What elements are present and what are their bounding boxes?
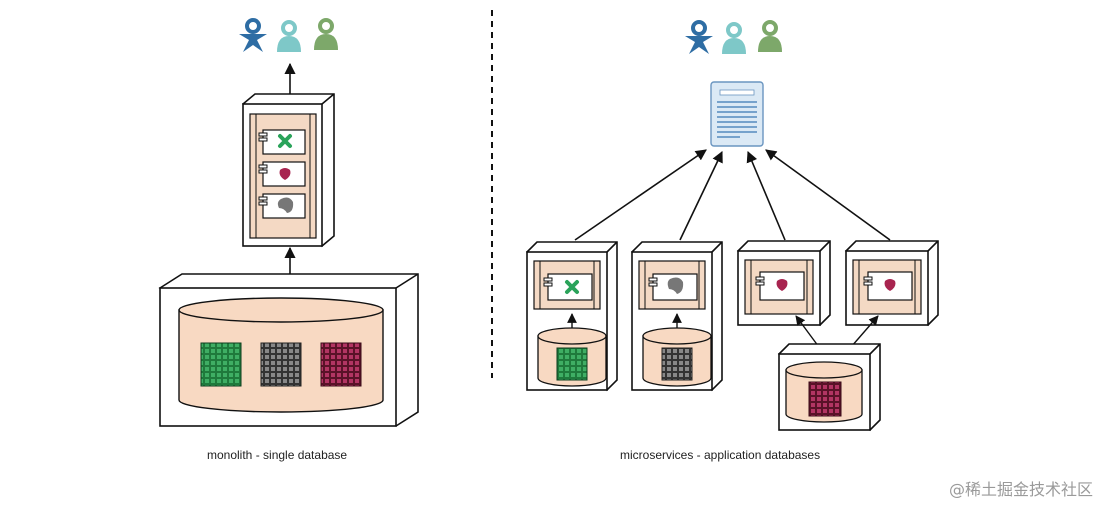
monolith-app-box bbox=[241, 93, 335, 248]
service-blob-box bbox=[630, 241, 723, 392]
x-shape-icon bbox=[278, 134, 292, 148]
monolith-caption: monolith - single database bbox=[207, 448, 348, 462]
single-database-box bbox=[158, 273, 419, 427]
data-grid-icon bbox=[808, 381, 842, 417]
service-heart-box-1 bbox=[736, 240, 831, 327]
arrow-service3-to-page bbox=[746, 150, 786, 241]
data-grid-icon bbox=[200, 342, 242, 387]
users-group-left bbox=[237, 18, 340, 54]
service-x-box bbox=[525, 241, 618, 392]
blob-shape-icon bbox=[277, 197, 294, 213]
microservices-caption: microservices - application databases bbox=[620, 448, 821, 462]
blob-shape-icon bbox=[667, 277, 684, 294]
heart-shape-icon bbox=[884, 279, 896, 291]
arrow-service4-to-page bbox=[765, 149, 891, 241]
data-grid-icon bbox=[260, 342, 302, 387]
data-grid-icon bbox=[661, 347, 693, 381]
heart-shape-icon bbox=[776, 279, 788, 291]
heart-shape-icon bbox=[279, 168, 291, 180]
user-green-icon bbox=[756, 20, 784, 54]
data-grid-icon bbox=[556, 347, 588, 381]
user-blue-icon bbox=[237, 18, 269, 54]
user-blue-icon bbox=[683, 20, 715, 56]
data-grid-icon bbox=[320, 342, 362, 387]
watermark: @稀土掘金技术社区 bbox=[948, 480, 1093, 499]
arrow-service2-to-page bbox=[679, 150, 723, 241]
component-blob bbox=[258, 193, 306, 219]
user-green-icon bbox=[312, 18, 340, 52]
web-page-icon bbox=[710, 81, 764, 147]
shared-database-box bbox=[777, 343, 881, 432]
arrow-service1-to-page bbox=[574, 149, 707, 241]
x-shape-icon bbox=[565, 280, 579, 294]
component-heart bbox=[258, 161, 306, 187]
user-teal-icon bbox=[275, 20, 303, 54]
component-x bbox=[258, 129, 306, 155]
service-heart-box-2 bbox=[844, 240, 939, 327]
users-group-right bbox=[683, 20, 784, 56]
user-teal-icon bbox=[720, 22, 748, 56]
